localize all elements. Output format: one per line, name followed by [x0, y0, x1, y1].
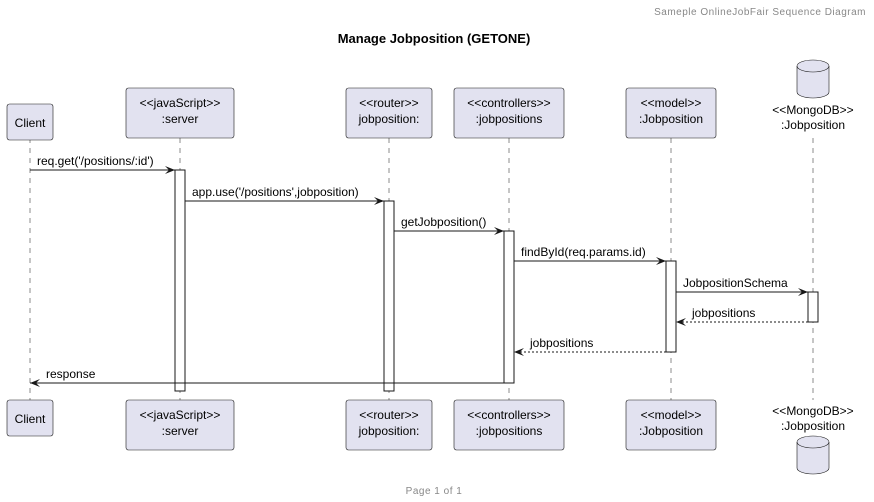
participant-label: :Jobposition [639, 424, 703, 438]
message-label: req.get('/positions/:id') [37, 154, 154, 168]
participant-label: <<model>> [641, 408, 702, 422]
diagram-title: Manage Jobposition (GETONE) [338, 31, 531, 46]
participant-controllers-bottom: <<controllers>> :jobpositions [453, 399, 565, 451]
participant-label: <<controllers>> [467, 96, 550, 110]
participant-box [453, 87, 565, 139]
activation-server [174, 169, 186, 392]
arrowhead-icon [656, 257, 666, 265]
participant-label: :server [162, 112, 199, 126]
message-7: jobpositions [514, 336, 666, 356]
participant-label: <<router>> [359, 408, 418, 422]
activation-mongodb [807, 291, 819, 323]
participant-box [125, 87, 235, 139]
arrowhead-icon [30, 379, 40, 387]
activation-router [383, 200, 395, 392]
participant-label: :Jobposition [781, 419, 845, 433]
participant-client-bottom: Client [6, 399, 54, 437]
participant-box [6, 399, 54, 437]
participant-mongodb-bottom: <<MongoDB>>:Jobposition [772, 404, 854, 475]
participant-server-bottom: <<javaScript>> :server [125, 399, 235, 451]
diagram-caption: Sameple OnlineJobFair Sequence Diagram [654, 7, 866, 18]
participant-label: Client [15, 116, 46, 130]
participant-label: :server [162, 424, 199, 438]
participant-server-top: <<javaScript>> :server [125, 87, 235, 139]
participant-model-bottom: <<model>> :Jobposition [625, 399, 717, 451]
participant-client-top: Client [6, 103, 54, 141]
message-3: getJobposition() [394, 215, 504, 235]
activation-controllers [503, 230, 515, 384]
participant-label: Client [15, 412, 46, 426]
participant-label: jobposition: [358, 112, 420, 126]
activation-model [665, 260, 677, 353]
arrowhead-icon [798, 288, 808, 296]
participant-box [625, 399, 717, 451]
participant-label: <<MongoDB>> [772, 404, 853, 418]
activation-bars [174, 169, 819, 392]
participant-mongodb-top: <<MongoDB>>:Jobposition [772, 59, 854, 132]
participant-router-bottom: <<router>> jobposition: [345, 399, 433, 451]
message-label: findById(req.params.id) [521, 245, 646, 259]
participant-router-top: <<router>> jobposition: [345, 87, 433, 139]
participant-model-top: <<model>> :Jobposition [625, 87, 717, 139]
participant-box [6, 103, 54, 141]
participant-label: <<controllers>> [467, 408, 550, 422]
participant-label: <<router>> [359, 96, 418, 110]
message-label: jobpositions [529, 336, 593, 350]
participant-box [625, 87, 717, 139]
participant-box [453, 399, 565, 451]
message-label: JobpositionSchema [683, 276, 788, 290]
participant-label: <<model>> [641, 96, 702, 110]
participant-label: <<javaScript>> [140, 408, 221, 422]
participants: ClientClient<<javaScript>>:server<<javaS… [6, 59, 854, 475]
participant-label: jobposition: [358, 424, 420, 438]
participant-controllers-top: <<controllers>> :jobpositions [453, 87, 565, 139]
message-label: app.use('/positions',jobposition) [192, 185, 359, 199]
participant-label: :jobpositions [476, 112, 543, 126]
participant-label: <<MongoDB>> [772, 103, 853, 117]
message-1: req.get('/positions/:id') [30, 154, 175, 174]
message-6: jobpositions [676, 306, 808, 326]
participant-label: <<javaScript>> [140, 96, 221, 110]
arrowhead-icon [514, 348, 524, 356]
participant-box [345, 87, 433, 139]
participant-box [345, 399, 433, 451]
arrowhead-icon [374, 197, 384, 205]
arrowhead-icon [494, 227, 504, 235]
message-label: getJobposition() [401, 215, 486, 229]
message-label: jobpositions [691, 306, 755, 320]
arrowhead-icon [165, 166, 175, 174]
message-4: findById(req.params.id) [514, 245, 666, 265]
message-label: response [46, 367, 96, 381]
message-2: app.use('/positions',jobposition) [185, 185, 384, 205]
arrowhead-icon [676, 318, 686, 326]
message-5: JobpositionSchema [676, 276, 808, 296]
message-8: response [30, 367, 504, 387]
messages: req.get('/positions/:id') app.use('/posit… [30, 154, 808, 387]
database-icon [796, 435, 830, 475]
participant-label: :Jobposition [781, 118, 845, 132]
lifelines [29, 138, 814, 400]
participant-box [125, 399, 235, 451]
page-footer: Page 1 of 1 [406, 486, 463, 497]
database-icon [796, 59, 830, 99]
participant-label: :Jobposition [639, 112, 703, 126]
participant-label: :jobpositions [476, 424, 543, 438]
